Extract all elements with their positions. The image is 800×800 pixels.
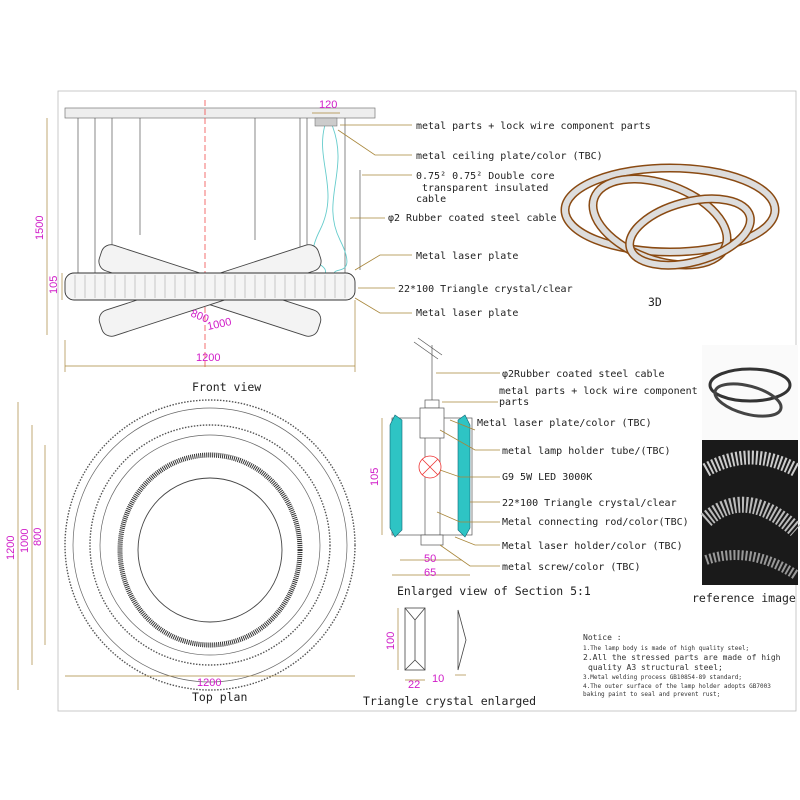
callout-cable-line1: 0.75² 0.75² Double core <box>416 171 554 182</box>
dim-plan-width: 1200 <box>197 677 221 689</box>
section-callout-lock-wire-line1: metal parts + lock wire component <box>499 386 698 397</box>
dim-section-outer: 65 <box>424 567 436 579</box>
dim-section-height: 105 <box>369 468 381 486</box>
callout-steel-cable: φ2 Rubber coated steel cable <box>388 213 557 224</box>
dim-height: 1500 <box>34 216 46 240</box>
reference-caption: reference image <box>692 591 796 605</box>
top-plan-caption: Top plan <box>192 690 247 704</box>
reference-photo <box>700 345 800 585</box>
section-caption: Enlarged view of Section 5:1 <box>397 584 591 598</box>
section-dimensions <box>381 418 470 576</box>
top-plan <box>64 399 356 691</box>
dim-plan-1000: 1000 <box>19 529 31 553</box>
callout-cable-line3: cable <box>416 194 446 205</box>
led-bulb-icon <box>418 455 442 479</box>
notice-block: Notice : 1.The lamp body is made of high… <box>583 633 781 698</box>
section-callout-connecting-rod: Metal connecting rod/color(TBC) <box>502 517 689 528</box>
front-dimensions <box>46 112 356 372</box>
section-callout-steel-cable: φ2Rubber coated steel cable <box>502 369 665 380</box>
notice-item-3: 3.Metal welding process GB10854-89 stand… <box>583 674 742 681</box>
dim-width: 1200 <box>196 352 220 364</box>
section-callout-crystal: 22*100 Triangle crystal/clear <box>502 498 677 509</box>
section-callout-laser-plate: Metal laser plate/color (TBC) <box>477 418 652 429</box>
callout-lock-wire: metal parts + lock wire component parts <box>416 121 651 132</box>
notice-title: Notice : <box>583 633 622 642</box>
callout-crystal: 22*100 Triangle crystal/clear <box>398 284 573 295</box>
crystal-dimensions <box>397 608 466 681</box>
front-leader-lines <box>337 124 412 314</box>
power-cable <box>312 124 348 276</box>
callout-ceiling-plate: metal ceiling plate/color (TBC) <box>416 151 603 162</box>
section-callout-led: G9 5W LED 3000K <box>502 472 592 483</box>
ceiling-plate <box>64 107 376 119</box>
dim-crystal-width: 22 <box>408 679 420 691</box>
view-3d-rings <box>560 163 780 270</box>
notice-item-2: 2.All the stressed parts are made of hig… <box>583 653 781 662</box>
dim-plan-1200: 1200 <box>5 536 17 560</box>
dim-1000: 1000 <box>206 316 232 333</box>
canopy-box <box>314 117 338 127</box>
notice-item-4-cont: baking paint to seal and prevent rust; <box>583 691 720 698</box>
dim-top-width: 120 <box>319 99 337 111</box>
front-view: 120 1500 105 800 1000 1200 Front view me… <box>34 99 651 394</box>
top-plan-dimensions <box>17 402 355 690</box>
dim-crystal-length: 100 <box>385 632 397 650</box>
dim-crystal-depth: 10 <box>432 673 444 685</box>
crossed-rings <box>64 244 356 337</box>
section-callout-holder-tube: metal lamp holder tube/(TBC) <box>502 446 671 457</box>
triangle-crystal-drawing <box>404 607 467 671</box>
notice-item-1: 1.The lamp body is made of high quality … <box>583 645 749 652</box>
crystal-caption: Triangle crystal enlarged <box>363 694 536 708</box>
section-callout-screw: metal screw/color (TBC) <box>502 562 640 573</box>
dim-section-inner: 50 <box>424 553 436 565</box>
front-view-caption: Front view <box>192 380 261 394</box>
dim-plan-800: 800 <box>32 528 44 546</box>
view-3d-caption: 3D <box>648 295 662 309</box>
section-view <box>389 337 473 546</box>
callout-laser-plate-top: Metal laser plate <box>416 251 518 262</box>
section-leader-lines <box>436 372 500 567</box>
dim-ring-height: 105 <box>48 276 60 294</box>
callout-cable-line2: transparent insulated <box>422 183 548 194</box>
section-callout-laser-holder: Metal laser holder/color (TBC) <box>502 541 683 552</box>
notice-item-2-cont: quality A3 structural steel; <box>588 663 723 672</box>
notice-item-4: 4.The outer surface of the lamp holder a… <box>583 683 771 690</box>
section-callout-lock-wire-line2: parts <box>499 397 529 408</box>
callout-laser-plate-bottom: Metal laser plate <box>416 308 518 319</box>
